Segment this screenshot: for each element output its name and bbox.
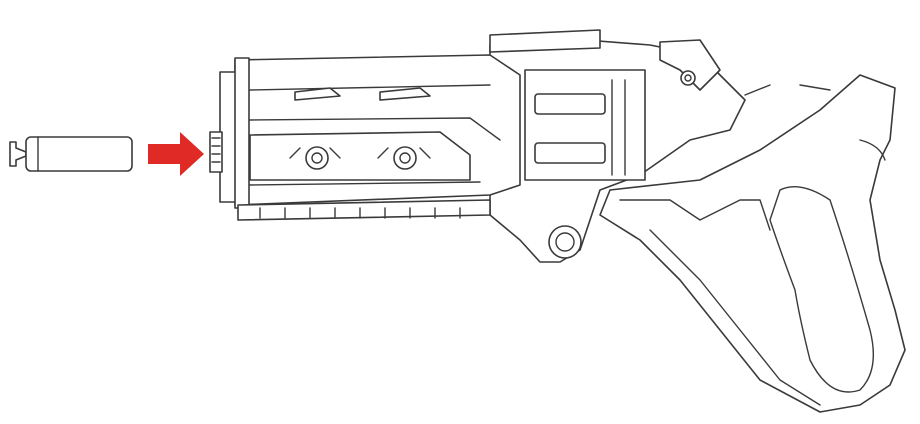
insert-arrow-icon [148, 132, 204, 176]
foam-dart [9, 136, 133, 172]
blaster-body [209, 29, 906, 413]
